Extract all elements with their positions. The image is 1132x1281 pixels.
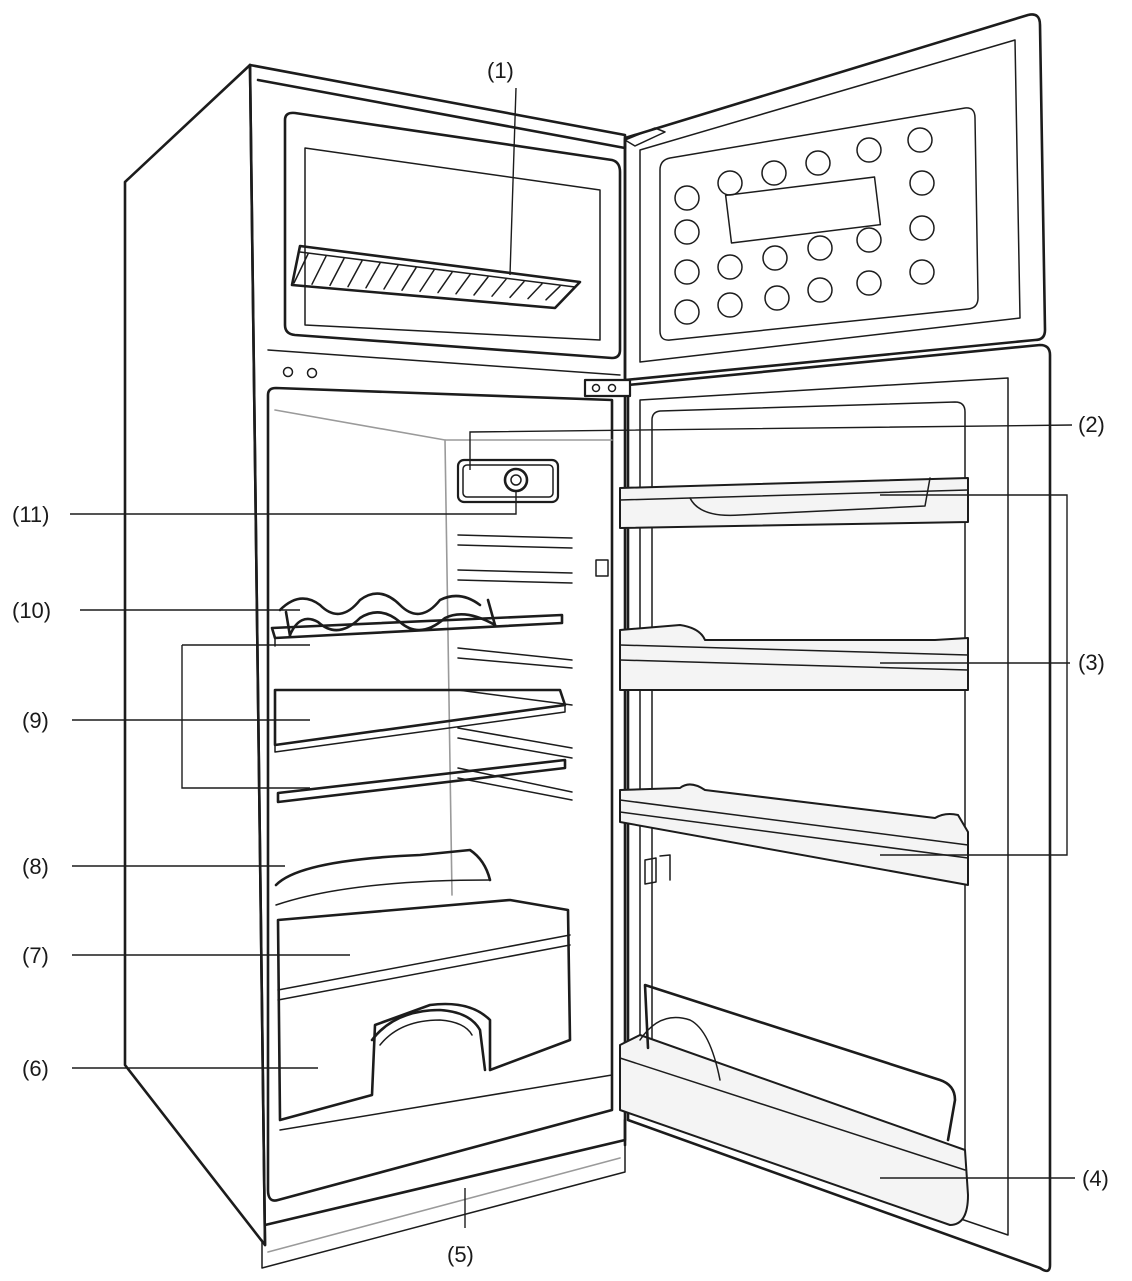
cabinet-front-left-edge: [248, 63, 267, 1247]
leader-line-1: [509, 87, 517, 276]
label-4: (4): [1082, 1166, 1109, 1191]
egg-hole: [762, 245, 788, 271]
label-8: (8): [22, 854, 49, 879]
shelf-wire: [491, 278, 507, 297]
shelf-wire: [383, 264, 399, 290]
indicator-light-icon: [282, 366, 294, 378]
egg-hole: [807, 235, 833, 261]
shelf-wire: [365, 262, 381, 289]
bottle-retainer-bar: [643, 983, 957, 1142]
fridge-opening: [266, 386, 614, 1202]
leader-line-2: [469, 424, 1073, 470]
shelf-wire: [509, 280, 525, 299]
egg-hole: [805, 150, 831, 176]
label-9: (9): [22, 708, 49, 733]
shelf-runners: [457, 534, 573, 801]
label-10: (10): [12, 598, 51, 623]
leader-lines: [70, 87, 1075, 1228]
door-bin-middle: [619, 624, 969, 691]
wine-rack: [278, 592, 497, 638]
label-5: (5): [447, 1242, 474, 1267]
label-1: (1): [487, 58, 514, 83]
egg-hole: [674, 219, 700, 245]
shelf-wire: [311, 255, 327, 285]
egg-hole: [856, 270, 882, 296]
plinth: [261, 1141, 626, 1269]
shelf-wire: [455, 273, 471, 295]
egg-hole: [856, 137, 882, 163]
egg-hole: [909, 259, 935, 285]
freezer-door-recess: [724, 176, 882, 244]
label-11: (11): [12, 502, 50, 527]
freezer-inner-wall: [304, 147, 601, 341]
leader-line-9: [72, 644, 310, 789]
leader-line-3: [880, 494, 1070, 856]
shelf-wire: [419, 269, 435, 293]
control-strip: [267, 349, 621, 379]
shelf-wire: [401, 267, 417, 291]
door-bin-top: [619, 477, 969, 529]
crisper-cover: [274, 848, 492, 906]
egg-hole: [909, 215, 935, 241]
shelf-wire: [329, 257, 345, 287]
freezer-compartment: [283, 111, 622, 360]
egg-hole: [909, 170, 935, 196]
egg-hole: [764, 285, 790, 311]
door-bin-lower: [619, 783, 969, 886]
label-3: (3): [1078, 650, 1105, 675]
egg-hole: [717, 170, 743, 196]
egg-tray: [674, 127, 935, 325]
shelf-wire: [437, 271, 453, 294]
egg-hole: [674, 185, 700, 211]
glass-shelf-middle: [273, 688, 567, 753]
fridge-compartment: [266, 386, 614, 1202]
label-2: (2): [1078, 412, 1105, 437]
shelf-wire: [293, 253, 309, 284]
leader-line-11: [70, 490, 517, 515]
egg-hole: [856, 227, 882, 253]
egg-hole: [717, 292, 743, 318]
freezer-door: [623, 13, 1047, 382]
shelf-wire: [527, 283, 543, 300]
egg-hole: [761, 160, 787, 186]
light-switch: [595, 559, 609, 577]
fridge-door: [583, 343, 1052, 1273]
egg-hole: [674, 299, 700, 325]
egg-hole: [907, 127, 933, 153]
label-7: (7): [22, 943, 49, 968]
shelf-wire: [473, 276, 489, 296]
cabinet-top: [248, 63, 627, 150]
thermostat-housing: [456, 458, 560, 504]
egg-hole: [674, 259, 700, 285]
freezer-shelf: [290, 244, 582, 310]
vegetable-crisper: [276, 898, 572, 1122]
egg-hole: [717, 254, 743, 280]
freezer-opening: [283, 111, 622, 360]
label-6: (6): [22, 1056, 49, 1081]
callout-labels: (1) (2) (3) (4) (5) (6) (7) (8) (9) (10)…: [12, 58, 1109, 1267]
glass-shelf-bottom: [276, 758, 567, 804]
cabinet-front-bottom: [263, 1118, 627, 1227]
shelf-wire: [347, 260, 363, 288]
indicator-light-icon: [306, 367, 318, 379]
shelf-wire: [545, 285, 561, 301]
egg-hole: [807, 277, 833, 303]
door-bottle-bin: [619, 983, 969, 1226]
